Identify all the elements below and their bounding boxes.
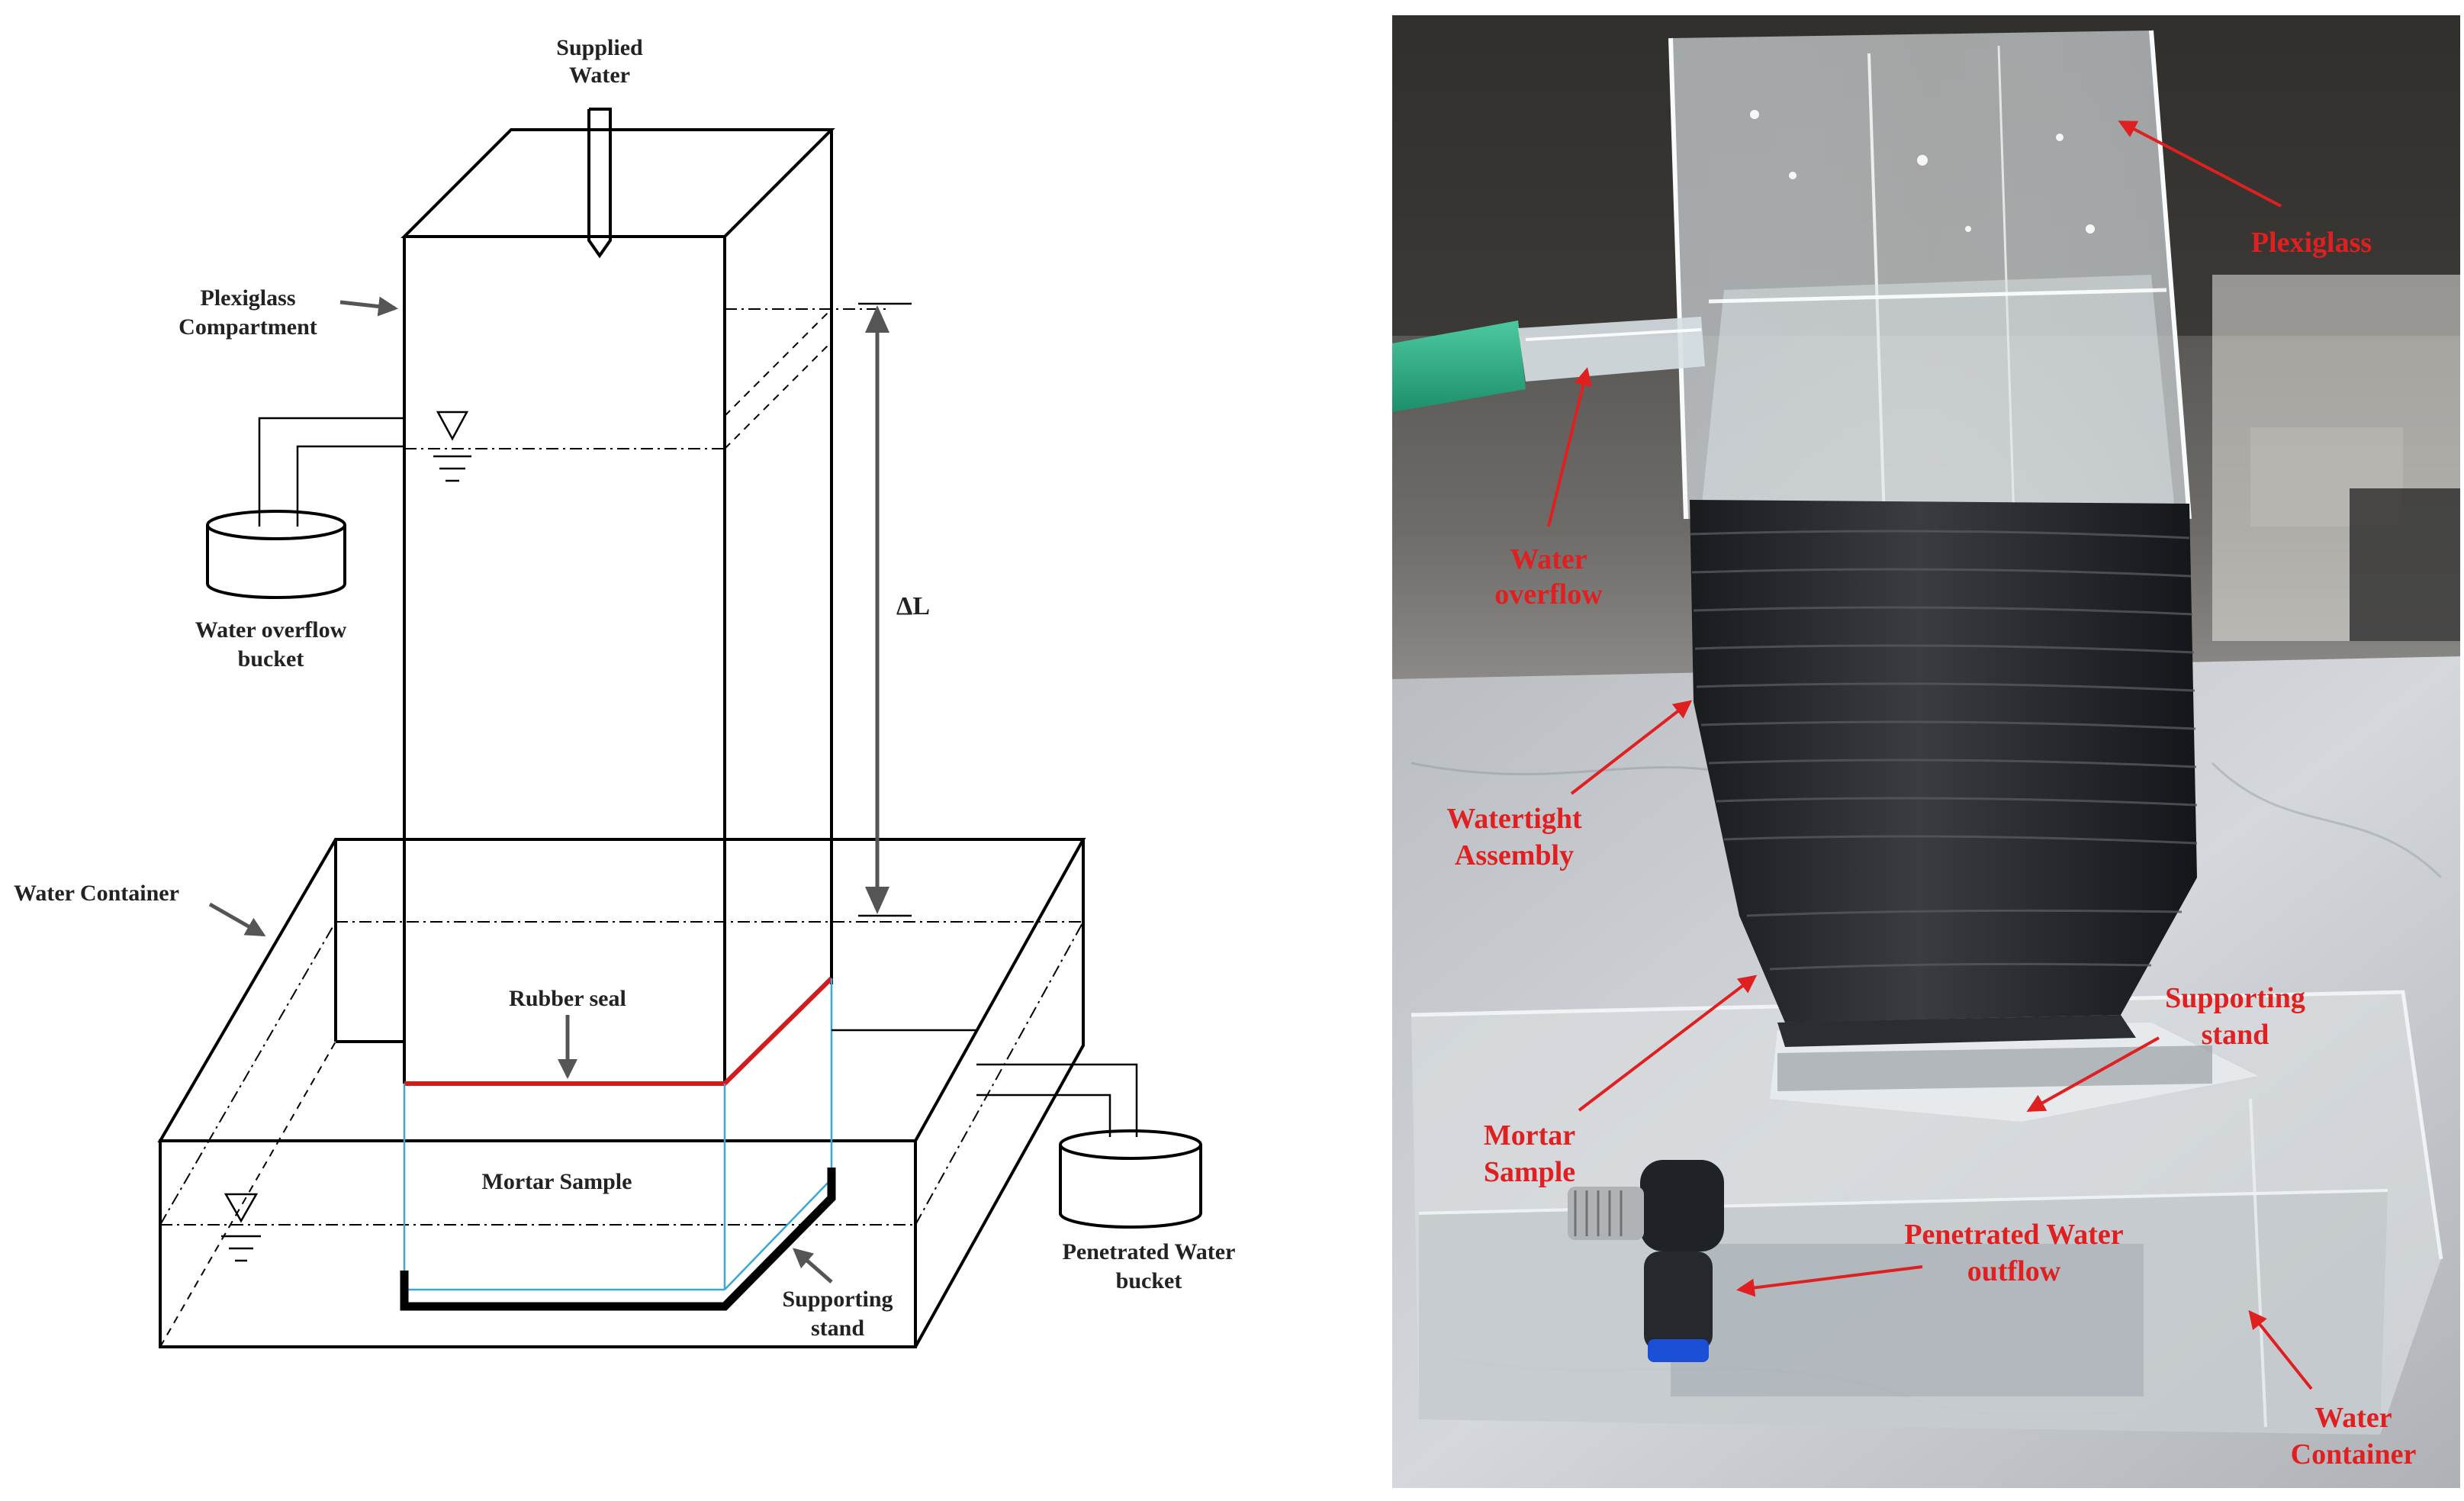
plexiglass-arrow — [2118, 121, 2282, 208]
plexiglass-compartment — [400, 128, 889, 1084]
supporting-stand-photo-arrow — [2026, 1036, 2160, 1112]
penetrated-water-bucket — [1059, 1129, 1202, 1229]
outflow-fitting — [1568, 1160, 1724, 1362]
water-container-photo-arrow — [2248, 1309, 2313, 1390]
water-container-box — [157, 838, 1086, 1348]
plexiglass-photo-label: Plexiglass — [2251, 227, 2372, 259]
supporting-stand-arrow — [792, 1248, 833, 1284]
water-container-label: Water Container — [14, 881, 179, 906]
water-overflow-arrow — [1547, 367, 1592, 527]
mortar-sample-label: Mortar Sample — [482, 1169, 632, 1194]
mortar-sample-photo-arrow — [1578, 974, 1758, 1112]
supporting-stand — [400, 1168, 836, 1311]
water-container-arrow — [208, 902, 266, 937]
water-overflow-pipe — [258, 417, 404, 527]
mortar-sample — [403, 978, 833, 1291]
water-overflow-bucket — [206, 510, 346, 599]
delta-l-dimension — [858, 302, 912, 917]
watertight-assembly-arrow — [1570, 700, 1693, 795]
rubber-seal-label: Rubber seal — [509, 986, 626, 1011]
penetrated-water-outflow-arrow — [1736, 1265, 1923, 1297]
delta-l-label: ΔL — [896, 592, 930, 620]
plexiglass-compartment-arrow — [339, 296, 398, 317]
supplied-water-pipe — [587, 108, 612, 259]
penetrated-water-pipe — [832, 1029, 1138, 1137]
